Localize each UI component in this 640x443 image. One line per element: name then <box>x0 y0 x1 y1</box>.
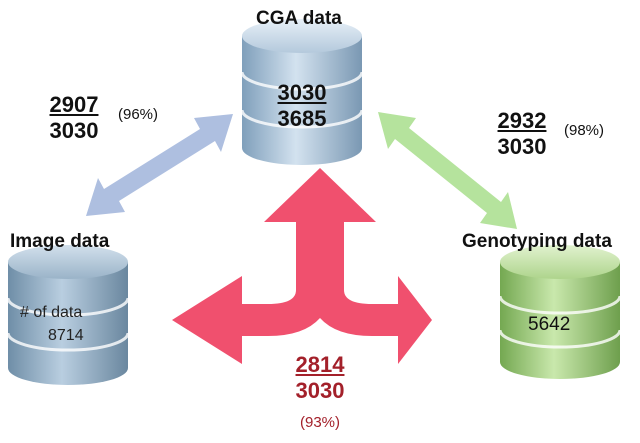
genotyping-title: Genotyping data <box>462 231 612 252</box>
cga-genotyping-denominator: 3030 <box>497 134 547 159</box>
cga-numerator: 3030 <box>277 80 327 105</box>
image-cga-numerator: 2907 <box>49 92 99 117</box>
all-three-fraction: 2814 3030 <box>272 352 368 404</box>
genotyping-database-cylinder <box>498 245 622 379</box>
image-title: Image data <box>10 231 110 252</box>
image-cga-denominator: 3030 <box>49 118 99 143</box>
all-three-numerator: 2814 <box>295 352 345 377</box>
image-count-label: # of data <box>20 304 83 321</box>
image-cga-fraction: 2907 3030 <box>36 92 112 144</box>
cga-genotyping-percent: (98%) <box>564 122 605 139</box>
cga-genotyping-numerator: 2932 <box>497 108 547 133</box>
all-three-denominator: 3030 <box>295 378 345 403</box>
image-count-value: 8714 <box>48 327 84 344</box>
cga-count-fraction: 3030 3685 <box>262 80 342 132</box>
cga-database-cylinder <box>240 19 364 165</box>
genotyping-count-value: 5642 <box>528 314 571 335</box>
cga-genotyping-fraction: 2932 3030 <box>484 108 560 160</box>
cga-genotyping-link-arrow <box>378 112 517 229</box>
cga-title: CGA data <box>256 8 342 29</box>
image-database-cylinder <box>6 245 130 385</box>
image-cga-link-arrow <box>86 114 233 216</box>
three-way-intersection-arrow <box>172 168 432 364</box>
image-cga-percent: (96%) <box>118 106 159 123</box>
all-three-percent: (93%) <box>299 414 340 431</box>
cga-denominator: 3685 <box>277 106 327 131</box>
